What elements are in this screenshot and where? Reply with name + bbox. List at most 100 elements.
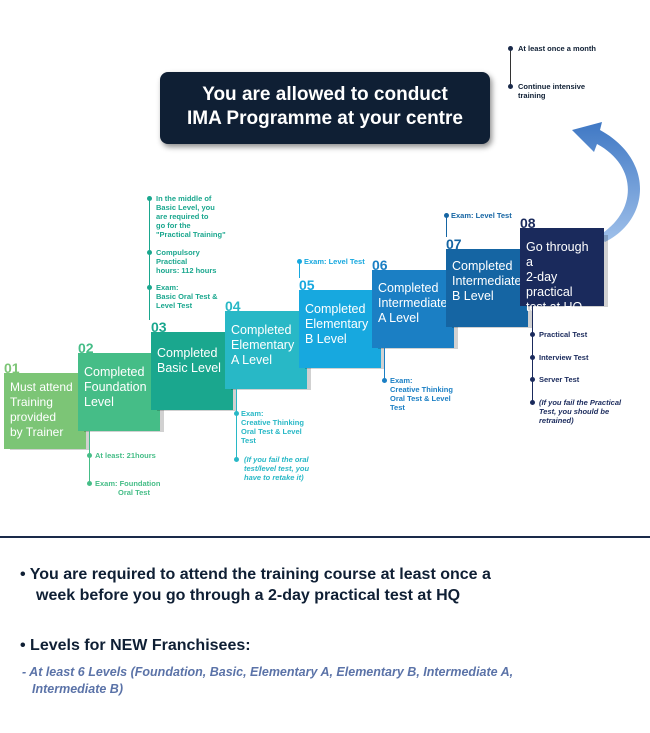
note-text: Exam: — [390, 376, 413, 385]
step-text: Basic Level — [157, 361, 221, 375]
bullet-text: • You are required to attend the trainin… — [20, 566, 491, 583]
step-text: Completed — [452, 259, 513, 273]
note-text: Oral Test & Level — [390, 394, 451, 403]
note-step03-exam: Exam: Basic Oral Test & Level Test — [156, 283, 256, 310]
step-box: Completed Basic Level — [151, 332, 233, 410]
note-dot — [382, 378, 387, 383]
step-text: B Level — [305, 332, 347, 346]
step-box: Completed Elementary A Level — [225, 311, 307, 389]
note-text: hours: 112 hours — [156, 266, 217, 275]
note-text: have to retake it) — [244, 473, 304, 482]
step-text: B Level — [452, 289, 494, 303]
banner-note-line — [510, 48, 511, 88]
note-dot — [444, 213, 449, 218]
note-text: Oral Test & Level — [241, 427, 302, 436]
note-dot — [87, 453, 92, 458]
banner-line-2: IMA Programme at your centre — [187, 108, 463, 129]
note-text: Creative Thinking — [390, 385, 453, 394]
note-line — [446, 215, 447, 237]
step-text: Completed — [305, 302, 366, 316]
note-dot — [234, 411, 239, 416]
note-text: Oral Test — [118, 488, 150, 497]
step-text: A Level — [378, 311, 420, 325]
step-text: Must attend — [10, 380, 73, 394]
note-text: Compulsory — [156, 248, 200, 257]
step-text: Completed — [378, 281, 439, 295]
centre-banner: You are allowed to conduct IMA Programme… — [160, 72, 490, 144]
step-number: 05 — [299, 277, 315, 293]
note-dot — [147, 250, 152, 255]
note-text: Test — [241, 436, 256, 445]
note-line — [532, 306, 533, 402]
bullet-text: week before you go through a 2-day pract… — [36, 587, 461, 604]
step-text: Go through a — [526, 240, 589, 269]
banner-line-1: You are allowed to conduct — [202, 84, 448, 105]
note-text: test/level test, you — [244, 464, 310, 473]
banner-note-dot — [508, 84, 513, 89]
step-text: 2-day practical — [526, 270, 573, 299]
step-number: 03 — [151, 319, 167, 335]
step-text: Completed — [157, 346, 218, 360]
note-text: Exam: — [241, 409, 264, 418]
note-step02-exam: Exam: Foundation Oral Test — [95, 479, 185, 497]
note-line — [236, 389, 237, 461]
levels-list: - At least 6 Levels (Foundation, Basic, … — [22, 664, 513, 698]
note-text: (If you fail the oral — [244, 455, 309, 464]
banner-note-2: Continue intensive training — [518, 82, 586, 100]
note-text: Exam: Foundation — [95, 479, 161, 488]
note-text: "Practical Training" — [156, 230, 226, 239]
note-step08-retrain: (If you fail the Practical Test, you sho… — [539, 398, 639, 425]
step-number: 08 — [520, 215, 536, 231]
note-step07-exam: Exam: Level Test — [451, 211, 512, 220]
step-number: 06 — [372, 257, 388, 273]
note-text: Basic Level, you — [156, 203, 215, 212]
step-text: Elementary — [231, 338, 295, 352]
step-box: Completed Foundation Level — [78, 353, 160, 431]
step-text: Training — [10, 395, 53, 409]
step-text: by Trainer — [10, 425, 64, 439]
step-text: Level — [84, 395, 114, 409]
note-dot — [530, 355, 535, 360]
note-text: (If you fail the Practical — [539, 398, 622, 407]
step-box: Go through a 2-day practical test at HQ — [520, 228, 604, 314]
note-line — [384, 348, 385, 382]
step-box: Completed Elementary B Level — [299, 290, 381, 368]
step-number: 04 — [225, 298, 241, 314]
note-step02-hours: At least: 21hours — [95, 451, 156, 460]
levels-text: - At least 6 Levels (Foundation, Basic, … — [22, 665, 514, 679]
step-text: Intermediate — [452, 274, 522, 288]
step-text: Intermediate — [378, 296, 448, 310]
note-text: go for the — [156, 221, 191, 230]
step-number: 02 — [78, 340, 94, 356]
step-text: provided — [10, 410, 57, 424]
note-text: Test — [390, 403, 405, 412]
step-text: Completed — [84, 365, 145, 379]
note-text: Test, you should be — [539, 407, 610, 416]
note-line — [299, 261, 300, 278]
levels-text: Intermediate B) — [32, 682, 123, 696]
bullet-training-frequency: • You are required to attend the trainin… — [20, 564, 491, 606]
note-dot — [297, 259, 302, 264]
step-box: Must attend Training provided by Trainer — [4, 373, 86, 449]
note-step04-retake: (If you fail the oral test/level test, y… — [244, 455, 334, 482]
note-dot — [234, 457, 239, 462]
note-text: Creative Thinking — [241, 418, 304, 427]
note-text: Basic Oral Test & — [156, 292, 218, 301]
note-step08-interview: Interview Test — [539, 353, 589, 362]
step-text: Elementary — [305, 317, 369, 331]
note-dot — [530, 377, 535, 382]
note-step05-exam: Exam: Level Test — [304, 257, 365, 266]
note-text: retrained) — [539, 416, 574, 425]
step-text: test at HQ — [526, 300, 583, 314]
note-step03-hours: Compulsory Practical hours: 112 hours — [156, 248, 256, 275]
note-step08-server: Server Test — [539, 375, 580, 384]
note-text: Practical — [156, 257, 188, 266]
note-dot — [87, 481, 92, 486]
banner-note-1: At least once a month — [518, 44, 596, 53]
bullet-levels-heading: • Levels for NEW Franchisees: — [20, 637, 251, 654]
step-text: Completed — [231, 323, 292, 337]
curved-arrow-icon — [572, 122, 640, 242]
note-step08-practical: Practical Test — [539, 330, 588, 339]
note-line — [149, 198, 150, 320]
step-box: Completed Intermediate A Level — [372, 270, 454, 348]
